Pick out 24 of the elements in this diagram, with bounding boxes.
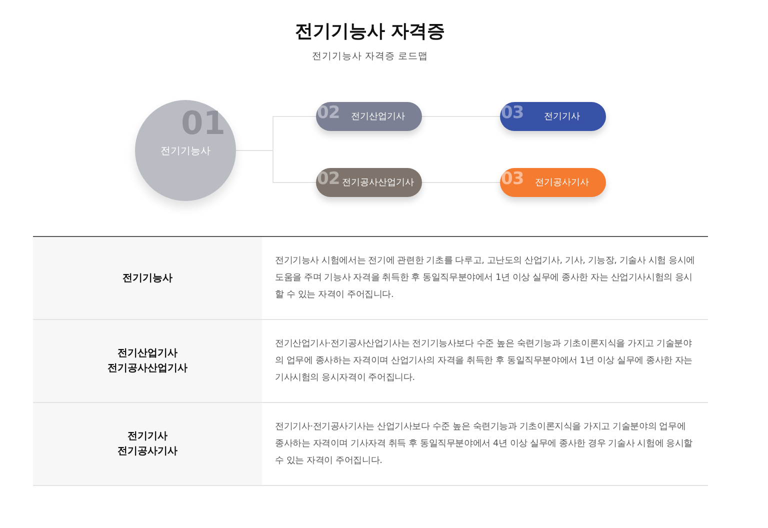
node-label: 전기공사기사 [535, 176, 589, 190]
step-number: 02 [317, 171, 340, 188]
description-text: 전기기능사 시험에서는 전기에 관련한 기초를 다루고, 고난도의 산업기사, 기사, 기능장, 기술사 시험 응시에 도움을 주며 기능사 자격을 취득한 후 동일직무분야에서 1년 이상 실무에 종사한 자는 산업기사시험의 응시할 수 있는 자격이 주어집니다. [275, 254, 696, 302]
category-name: 전기공사기사 [118, 445, 178, 459]
category-name: 전기공사산업기사 [108, 362, 188, 376]
title: 전기기능사 자격증 [294, 20, 446, 44]
node-label: 전기공사산업기사 [342, 176, 414, 190]
category-name: 전기산업기사 [118, 347, 178, 361]
connector-line [272, 116, 316, 151]
node-label: 전기기사 [544, 110, 580, 124]
step-number: 03 [501, 171, 524, 188]
step-pill [500, 102, 606, 131]
category-name: 전기기사 [128, 430, 168, 444]
step-pill [500, 168, 606, 197]
connector-line [272, 150, 316, 183]
step-pill [316, 168, 422, 197]
description-text: 전기산업기사·전기공사산업기사는 전기기능사보다 수준 높은 숙련기능과 기초이론지식을 가지고 기술분야의 업무에 종사하는 자격이며 산업기사의 자격을 취득한 후 동일직무분야에서 1년 이상 실무에 종사한 자는 기사시험의 응시자격이 주어집니다. [275, 338, 694, 384]
description-text: 전기기사·전기공사기사는 산업기사보다 수준 높은 숙련기능과 기초이론지식을 가지고 기술분야의 업무에 종사하는 자격이며 기사자격 취득 후 동일직무분야에서 4년 이상 실무에 종사한 경우 기술사 시험에 응시할 수 있는 자격이 주어집니다. [275, 420, 694, 468]
category-name: 전기기능사 [122, 272, 172, 286]
node-label: 전기산업기사 [351, 110, 405, 124]
step-pill [316, 102, 422, 131]
step-number: 03 [501, 105, 524, 122]
subtitle: 전기기능사 자격증 로드맵 [310, 50, 430, 64]
node-label: 전기기능사 [160, 144, 210, 158]
